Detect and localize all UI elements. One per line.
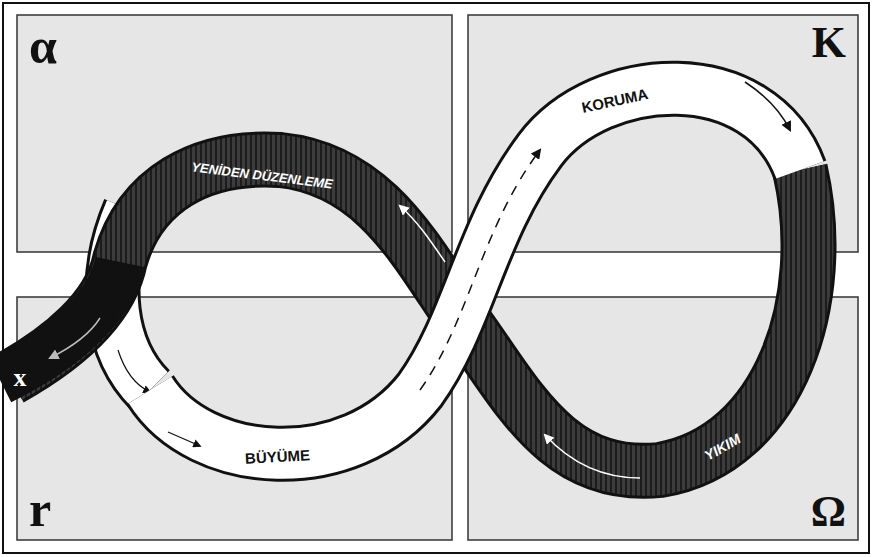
phase-letter: α bbox=[29, 21, 57, 71]
k-phase-panel: K bbox=[468, 15, 858, 252]
phase-letter: Ω bbox=[811, 490, 846, 534]
phase-letter: r bbox=[29, 484, 51, 534]
exit-label: x bbox=[14, 365, 27, 391]
phase-letter: K bbox=[812, 21, 846, 65]
omega-phase-panel: Ω bbox=[468, 297, 858, 540]
growth-label: BÜYÜME bbox=[244, 447, 310, 465]
alpha-phase-panel: α bbox=[17, 15, 452, 252]
r-phase-panel: r bbox=[17, 297, 452, 540]
